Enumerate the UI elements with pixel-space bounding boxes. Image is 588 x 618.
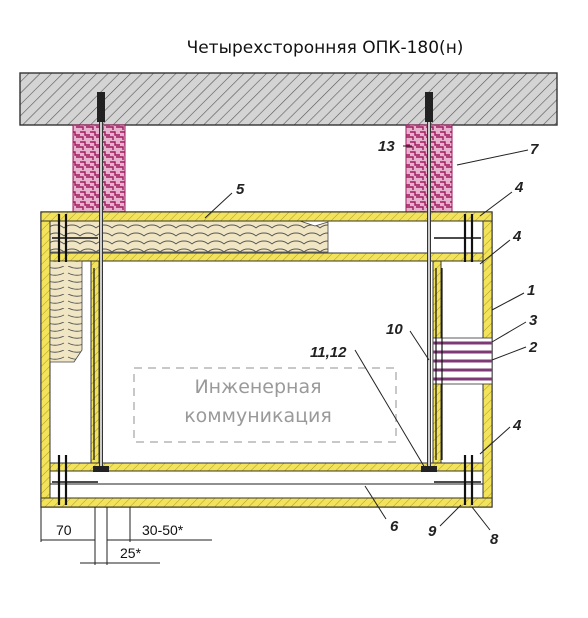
nut-right <box>421 466 437 472</box>
dimension-25: 25* <box>120 545 142 561</box>
board-left-outer <box>40 220 51 508</box>
leader-lines <box>204 145 529 531</box>
board-top-outer <box>40 211 493 222</box>
board-bottom-outer <box>40 497 493 508</box>
callout-10: 10 <box>386 321 403 338</box>
callout-1: 1 <box>527 282 535 299</box>
callout-4-top-outer: 4 <box>514 179 524 196</box>
callout-2: 2 <box>528 339 538 356</box>
callout-13: 13 <box>378 138 395 155</box>
dimension-lines <box>40 507 212 565</box>
anchor-right <box>425 92 433 122</box>
anchor-left <box>97 92 105 122</box>
callout-6: 6 <box>390 518 399 535</box>
diagram-title: Четырехсторонняя ОПК-180(н) <box>187 38 464 58</box>
dimension-30-50: 30-50* <box>142 522 184 538</box>
board-top-inner <box>49 252 484 262</box>
corner-screws <box>52 214 481 505</box>
threaded-rods <box>93 92 437 472</box>
side-insulation <box>49 260 83 363</box>
board-bottom-inner <box>49 462 484 472</box>
utility-outline <box>133 367 397 443</box>
seal-band <box>432 337 493 385</box>
dimension-70: 70 <box>56 522 72 538</box>
board-left-inner <box>90 260 100 467</box>
callout-11-12: 11,12 <box>310 344 347 361</box>
callout-4-top-inner: 4 <box>512 228 522 245</box>
utility-label-line2: коммуникация <box>184 405 332 427</box>
callout-5: 5 <box>236 181 245 198</box>
callout-9: 9 <box>428 523 437 540</box>
top-insulation <box>49 220 329 253</box>
ceiling-slab <box>19 72 558 126</box>
callout-7: 7 <box>530 141 539 158</box>
callout-3: 3 <box>529 312 538 329</box>
nut-left <box>93 466 109 472</box>
callout-8: 8 <box>490 531 499 548</box>
duct-enclosure <box>40 211 493 508</box>
callout-4-bottom: 4 <box>512 417 522 434</box>
utility-label-line1: Инженерная <box>194 376 321 398</box>
